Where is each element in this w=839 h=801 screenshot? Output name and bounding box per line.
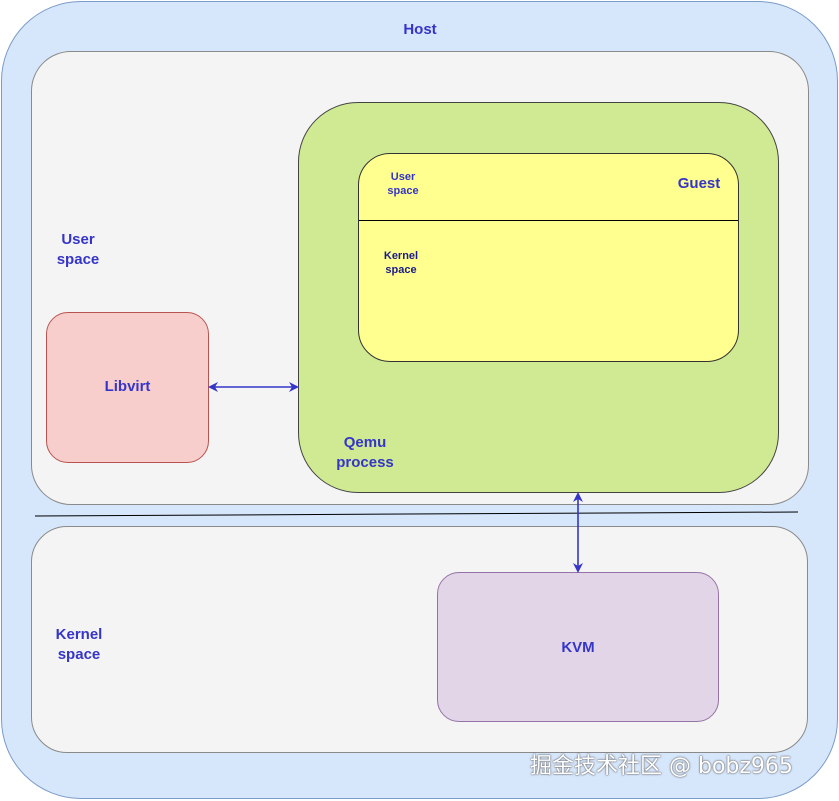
libvirt-box [46,312,209,463]
guest-box [358,153,739,362]
user-kernel-boundary-line [34,511,799,517]
kvm-box [437,572,719,722]
guest-user-space-label: User space [387,171,419,198]
guest-kernel-space-label: Kernel space [383,250,419,277]
qemu-process-label: Qemu process [336,434,394,471]
user-space-label: User space [56,231,100,268]
kvm-label: KVM [561,639,595,656]
libvirt-label: Libvirt [104,378,151,395]
host-label: Host [403,21,437,38]
watermark-text: 掘金技术社区 @ bobz965 [530,754,793,779]
kernel-space-label: Kernel space [55,626,103,663]
guest-label: Guest [677,175,721,192]
guest-user-kernel-divider [359,220,738,221]
